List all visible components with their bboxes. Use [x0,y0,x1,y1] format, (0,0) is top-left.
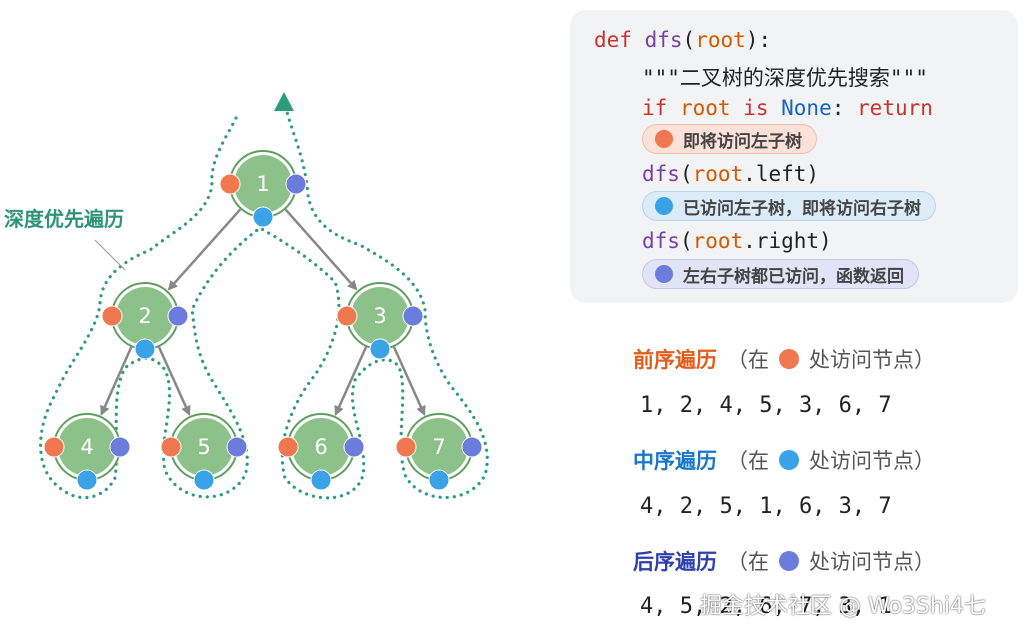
preorder-sequence: 1, 2, 4, 5, 3, 6, 7 [640,393,892,418]
postorder-dot-icon [779,551,799,571]
inorder-dot-icon [655,197,673,215]
tree-node-1: 1 [219,150,307,228]
tree-edge-2-5 [157,346,191,416]
postorder-dot-icon [402,305,424,327]
node-value: 6 [314,435,327,459]
preorder-dot-icon [336,305,358,327]
watermark: 掘金技术社区 @ Wo3Shi4七 [700,594,986,619]
code-line-dfs-right: dfs(root.right) [642,229,832,253]
node-value: 1 [256,172,269,196]
pill-before-left: 即将访问左子树 [642,124,817,154]
postorder-dot-icon [343,436,365,458]
node-circle [116,287,174,345]
tree-edge-3-6 [334,346,368,416]
preorder-title: 前序遍历 （在处访问节点） [633,348,935,372]
tree-edge-1-2 [167,208,242,291]
pill-between: 已访问左子树，即将访问右子树 [642,191,936,221]
preorder-dot-icon [779,349,799,369]
code-line-def: def dfs(root): [594,28,772,52]
tree-edge-2-4 [100,346,133,416]
tree-node-5: 5 [160,413,248,491]
postorder-title: 后序遍历 （在处访问节点） [633,550,935,574]
inorder-title: 中序遍历 （在处访问节点） [633,449,935,473]
node-circle [234,155,292,213]
binary-tree-diagram: 1 2 3 4 5 6 7 [38,92,489,500]
postorder-dot-icon [167,305,189,327]
postorder-dot-icon [109,436,131,458]
preorder-dot-icon [101,305,123,327]
inorder-dot-icon [134,338,156,360]
node-value: 2 [138,304,151,328]
inorder-sequence: 4, 2, 5, 1, 6, 3, 7 [640,494,892,519]
node-circle [292,418,350,476]
start-arrow [274,92,294,111]
start-arrow-icon [274,92,294,111]
code-line-dfs-left: dfs(root.left) [642,162,820,186]
postorder-dot-icon [285,173,307,195]
preorder-dot-icon [655,130,673,148]
postorder-dot-icon [461,436,483,458]
tree-node-6: 6 [277,413,365,491]
inorder-dot-icon [76,469,98,491]
preorder-dot-icon [219,173,241,195]
inorder-dot-icon [369,338,391,360]
tree-node-3: 3 [336,282,424,360]
node-circle [175,418,233,476]
node-value: 3 [373,304,386,328]
postorder-sequence: 4, 5, 2, 6, 7, 3, 1 [640,594,892,619]
tree-node-7: 7 [395,413,483,491]
tree-edge-1-3 [284,208,358,291]
node-value: 4 [80,435,93,459]
postorder-dot-icon [655,265,673,283]
node-value: 7 [432,435,445,459]
dfs-label: 深度优先遍历 [4,207,124,231]
dfs-traversal-path [38,110,489,500]
node-value: 5 [197,435,210,459]
code-line-docstring: """二叉树的深度优先搜索""" [642,66,928,90]
dfs-path [38,110,489,500]
preorder-dot-icon [43,436,65,458]
tree-node-2: 2 [101,282,189,360]
code-line-if: if root is None: return [642,96,933,120]
postorder-dot-icon [226,436,248,458]
preorder-dot-icon [277,436,299,458]
pill-after-right: 左右子树都已访问，函数返回 [642,259,919,289]
tree-nodes: 1 2 3 4 5 6 7 [43,150,483,491]
preorder-dot-icon [160,436,182,458]
inorder-dot-icon [779,450,799,470]
node-circle [351,287,409,345]
label-pointer [94,239,126,271]
inorder-dot-icon [193,469,215,491]
inorder-dot-icon [252,206,274,228]
node-circle [58,418,116,476]
inorder-dot-icon [310,469,332,491]
tree-edge-3-7 [392,346,426,416]
tree-node-4: 4 [43,413,131,491]
tree-edges [100,208,426,416]
inorder-dot-icon [428,469,450,491]
code-panel: def dfs(root): """二叉树的深度优先搜索""" if root … [570,10,1018,303]
node-circle [410,418,468,476]
preorder-dot-icon [395,436,417,458]
